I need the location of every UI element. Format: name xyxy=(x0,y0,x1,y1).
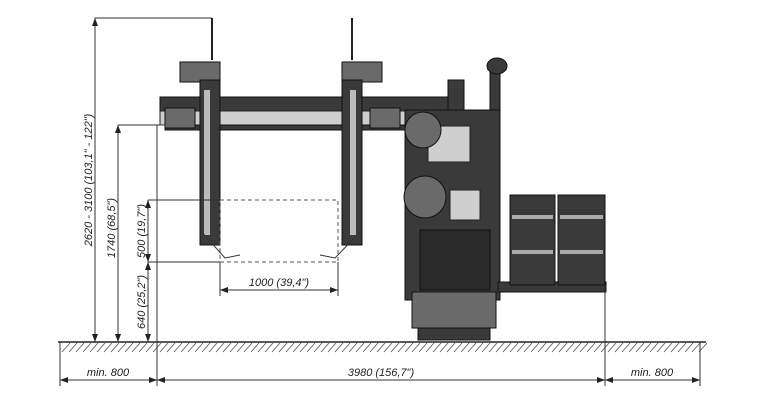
machine-cabinet xyxy=(403,57,607,341)
beam-height-label: 1740 (68,5") xyxy=(106,198,118,259)
clearance-right-label: min. 800 xyxy=(631,367,674,379)
left-gripper-arm xyxy=(179,18,241,259)
overall-length-label: 3980 (156,7") xyxy=(348,367,415,379)
overall-height-label: 2620 - 3100 (103,1" - 122") xyxy=(83,113,95,247)
drum-outline-dashed xyxy=(219,199,339,263)
ground-line xyxy=(58,341,708,353)
gantry-beam xyxy=(159,96,451,131)
right-gripper-arm xyxy=(319,18,383,259)
clearance-left-label: min. 800 xyxy=(87,367,130,379)
min-height-label: 640 (25,2") xyxy=(136,275,148,329)
stroke-label: 500 (19,7") xyxy=(136,204,148,258)
work-width-label: 1000 (39,4") xyxy=(249,277,310,289)
dimension-lines xyxy=(59,17,701,386)
drum-containers xyxy=(509,194,606,286)
